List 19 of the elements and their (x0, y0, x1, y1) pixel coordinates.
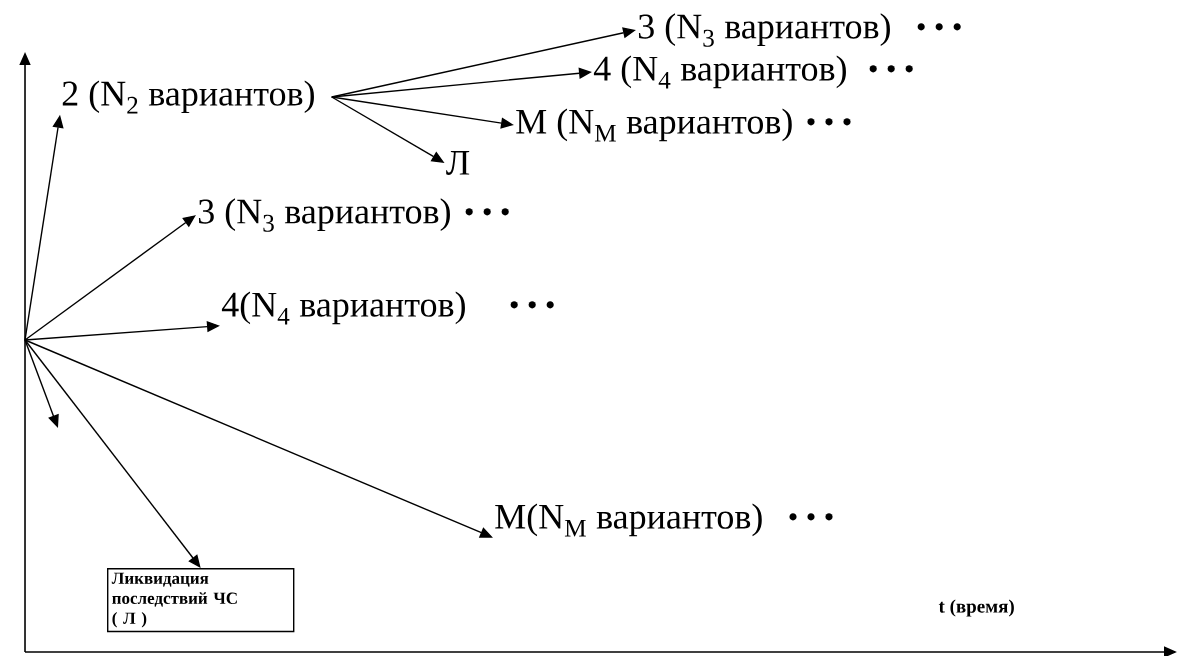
node-label: 4(N$_{4}$ вариантов) (221, 291, 465, 325)
arrow (24, 339, 201, 568)
node-label: M (N$_{M}$ вариантов) (516, 108, 792, 142)
ellipsis: • • • (789, 513, 833, 521)
text-box: Ликвидация последствий ЧС ( Л ) (107, 568, 295, 633)
node-label: 3 (N$_{3}$ вариантов) (198, 198, 450, 232)
arrow (24, 339, 493, 538)
node-label: 3 (N$_{3}$ вариантов) (638, 13, 890, 47)
node-label: 2 (N$_{2}$ вариантов) (62, 80, 314, 114)
axis-label: t (время) (938, 599, 1014, 617)
node-label: M(N$_{M}$ вариантов) (495, 503, 762, 537)
ellipsis: • • • (465, 208, 509, 216)
node-label: Л (446, 151, 470, 175)
node-label: 4 (N$_{4}$ вариантов) (593, 55, 846, 89)
ellipsis: • • • (807, 118, 851, 126)
ellipsis: • • • (869, 65, 913, 73)
ellipsis: • • • (510, 301, 554, 309)
ellipsis: • • • (917, 23, 961, 31)
arrow (24, 215, 196, 341)
